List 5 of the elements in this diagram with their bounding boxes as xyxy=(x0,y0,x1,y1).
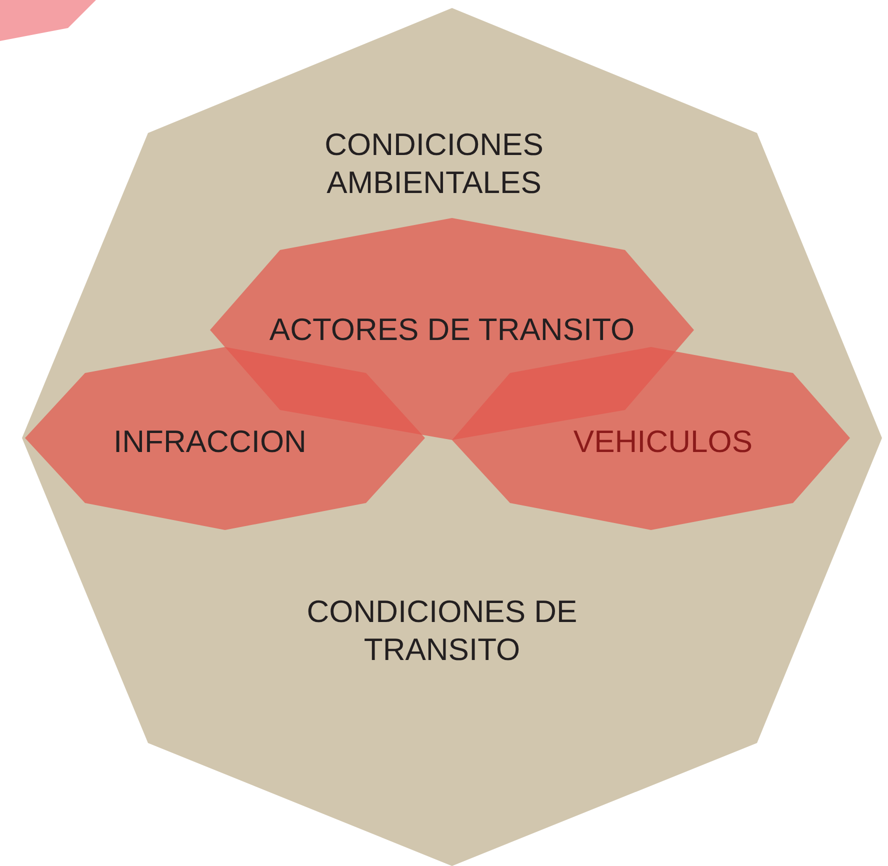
shape-label: VEHICULOS xyxy=(573,423,753,461)
shape-label: ACTORES DE TRANSITO xyxy=(269,311,635,349)
shape-label: INFRACCION xyxy=(114,423,306,461)
shape-label: CONDICIONES DE TRANSITO xyxy=(306,593,578,669)
shape-label: CONDICIONES AMBIENTALES xyxy=(324,126,544,202)
